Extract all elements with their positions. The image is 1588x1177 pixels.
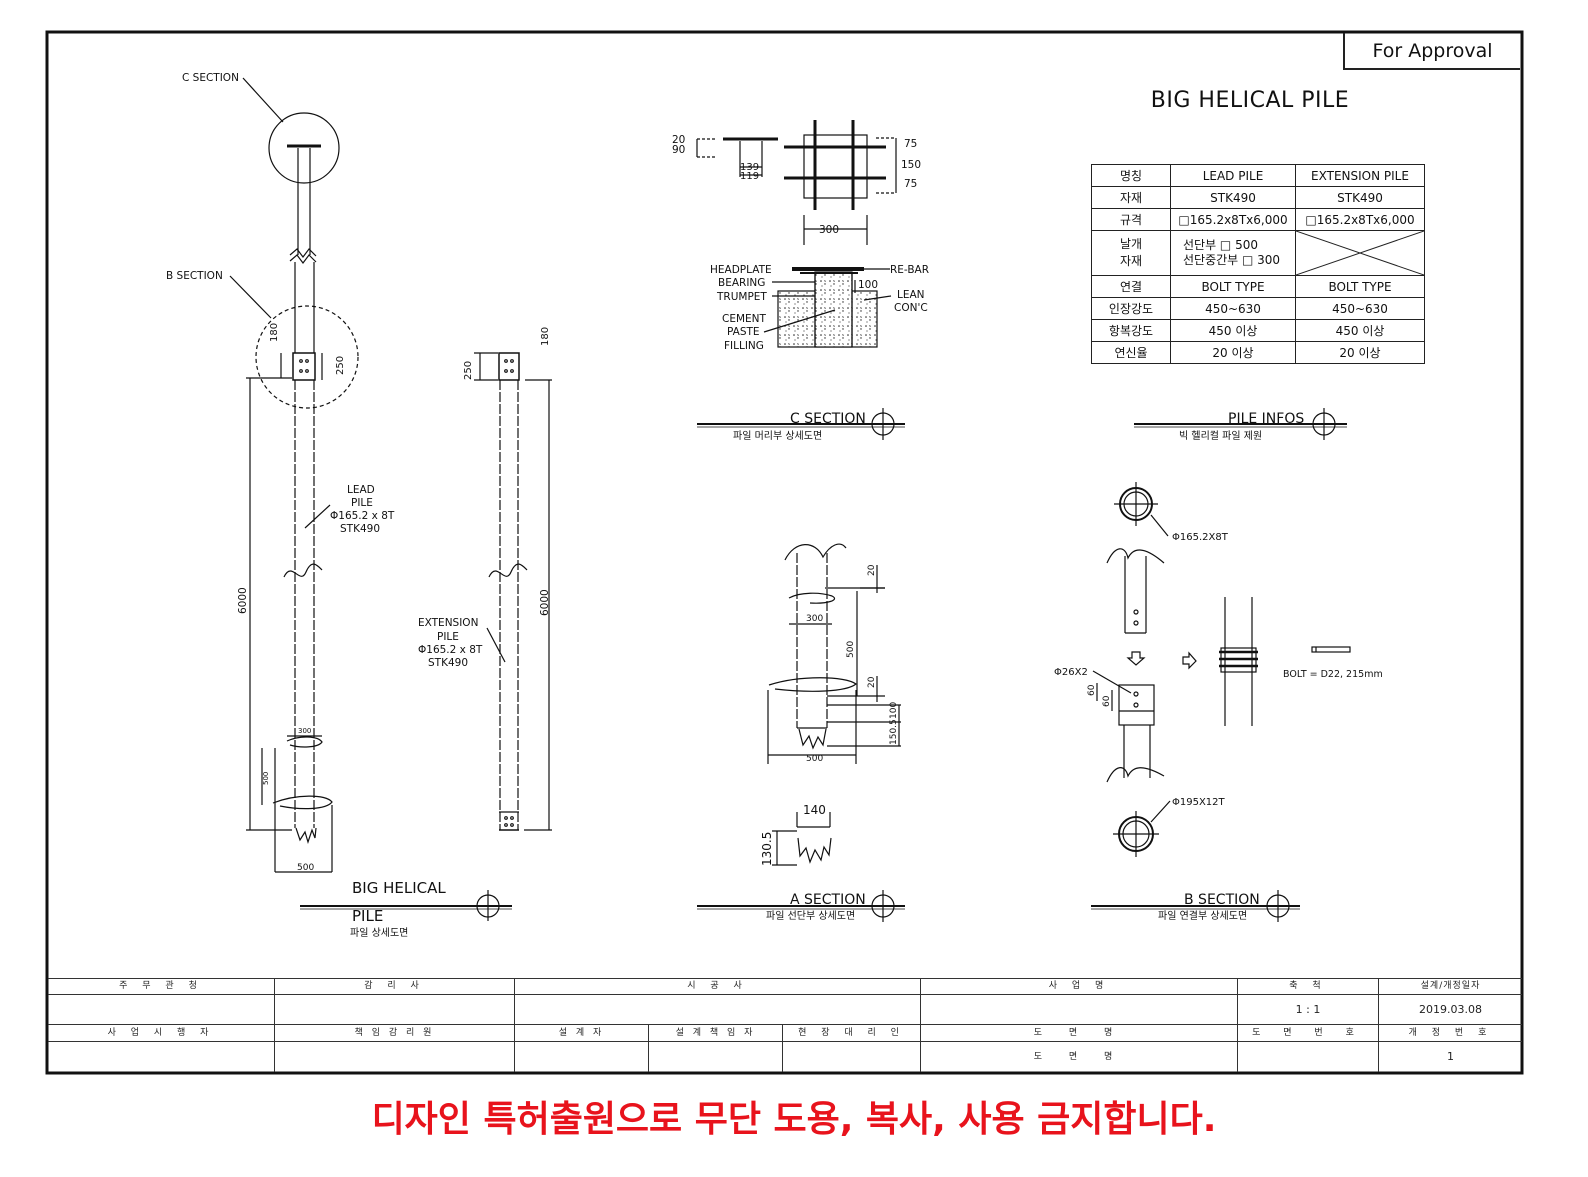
c-section-text: 20 90 139 119 75 150 75 300 HEADPLATE BE…: [672, 134, 929, 442]
svg-text:500: 500: [846, 641, 856, 658]
svg-text:LEAN: LEAN: [897, 289, 925, 301]
svg-text:300: 300: [298, 727, 311, 735]
scale-value: 1 : 1: [1238, 995, 1379, 1025]
svg-text:EXTENSION: EXTENSION: [418, 617, 478, 629]
table-row: 연결 BOLT TYPE BOLT TYPE: [1091, 275, 1425, 298]
svg-text:119: 119: [740, 171, 759, 182]
svg-text:20: 20: [867, 564, 877, 576]
pile-title: BIG HELICAL PILE: [1150, 88, 1350, 113]
svg-text:Φ165.2X8T: Φ165.2X8T: [1172, 532, 1229, 543]
table-header-row: 명칭 LEAD PILE EXTENSION PILE: [1091, 164, 1425, 187]
empty-crossed-cell: [1295, 230, 1425, 276]
svg-text:75: 75: [904, 138, 917, 150]
a-section-drawing: [697, 543, 905, 922]
svg-text:LEAD: LEAD: [347, 484, 375, 496]
date-value: 2019.03.08: [1379, 995, 1522, 1025]
svg-text:Φ26X2: Φ26X2: [1054, 667, 1088, 678]
title-block: 주 무 관 청 감 리 사 시 공 사 사 업 명 축 척 설계/개정일자 1 …: [48, 978, 1522, 1072]
table-row: 연신율 20 이상 20 이상: [1091, 341, 1425, 364]
pile-view-title-1: BIG HELICAL: [352, 879, 446, 897]
svg-text:STK490: STK490: [340, 523, 380, 535]
svg-text:BEARING: BEARING: [718, 277, 765, 289]
svg-text:150.5: 150.5: [889, 719, 899, 745]
svg-text:100: 100: [889, 702, 899, 719]
copyright-warning: 디자인 특허출원으로 무단 도용, 복사, 사용 금지합니다.: [371, 1099, 1217, 1140]
a-section-text: 20 300 500 20 100 150.5 500 140 130.5 A …: [760, 564, 899, 922]
a-section-title: A SECTION: [790, 892, 866, 908]
svg-text:HEADPLATE: HEADPLATE: [710, 264, 772, 276]
svg-text:75: 75: [904, 178, 917, 190]
svg-text:TRUMPET: TRUMPET: [716, 291, 767, 303]
svg-text:250: 250: [335, 356, 346, 375]
sheet-border: [45, 30, 1524, 1075]
svg-text:STK490: STK490: [428, 657, 468, 669]
pile-view: [229, 77, 552, 921]
svg-text:CEMENT: CEMENT: [722, 313, 767, 325]
pile-view-text: C SECTION B SECTION 180 250 LEAD PILE Φ1…: [166, 72, 551, 939]
table-row: 규격 □165.2x8Tx6,000 □165.2x8Tx6,000: [1091, 208, 1425, 231]
svg-text:BOLT = D22, 215mm: BOLT = D22, 215mm: [1283, 669, 1383, 680]
approval-stamp: For Approval: [1343, 33, 1520, 70]
b-section-subtitle: 파일 연결부 상세도면: [1158, 910, 1247, 922]
svg-text:250: 250: [463, 361, 474, 380]
svg-text:20: 20: [672, 134, 685, 146]
svg-text:140: 140: [803, 803, 826, 817]
svg-text:150: 150: [901, 159, 921, 171]
svg-text:Φ195X12T: Φ195X12T: [1172, 797, 1226, 808]
svg-text:PILE: PILE: [437, 631, 459, 643]
title-block-top-rule: [48, 978, 1522, 979]
pile-infos-symbol: [1134, 408, 1347, 440]
b-section-text: Φ165.2X8T Φ26X2 60 60 BOLT = D22, 215mm …: [1054, 532, 1383, 922]
svg-text:20: 20: [867, 676, 877, 688]
svg-text:139: 139: [740, 162, 759, 173]
c-section-subtitle: 파일 머리부 상세도면: [733, 430, 822, 442]
pile-infos-subtitle: 빅 헬리컬 파일 제원: [1179, 429, 1262, 442]
svg-text:90: 90: [672, 144, 685, 156]
header-extension-pile: EXTENSION PILE: [1295, 164, 1425, 187]
svg-text:300: 300: [806, 614, 823, 624]
b-section-title: B SECTION: [1184, 892, 1260, 908]
svg-text:PILE: PILE: [351, 497, 373, 509]
svg-text:130.5: 130.5: [760, 832, 774, 866]
svg-text:RE-BAR: RE-BAR: [890, 264, 929, 276]
a-section-subtitle: 파일 선단부 상세도면: [766, 910, 855, 922]
svg-text:6000: 6000: [237, 587, 249, 614]
cross-lines: [1296, 231, 1424, 275]
b-section-callout-circle: [255, 305, 359, 409]
svg-text:6000: 6000: [539, 589, 551, 616]
svg-text:FILLING: FILLING: [724, 340, 764, 352]
svg-text:500: 500: [297, 863, 314, 873]
pile-view-subtitle: 파일 상세도면: [350, 927, 408, 939]
table-row: 자재 STK490 STK490: [1091, 186, 1425, 209]
header-lead-pile: LEAD PILE: [1170, 164, 1296, 187]
svg-text:180: 180: [269, 323, 280, 342]
svg-text:PASTE: PASTE: [727, 326, 760, 338]
svg-text:60: 60: [1087, 684, 1097, 696]
svg-text:100: 100: [858, 279, 878, 291]
c-section-title: C SECTION: [790, 411, 866, 427]
drawing-name-value: 도 면 명: [921, 1042, 1238, 1072]
table-row: 항복강도 450 이상 450 이상: [1091, 319, 1425, 342]
header-name: 명칭: [1091, 164, 1171, 187]
svg-text:60: 60: [1102, 695, 1112, 707]
table-row: 인장강도 450~630 450~630: [1091, 297, 1425, 320]
pile-spec-table: 명칭 LEAD PILE EXTENSION PILE 자재 STK490 ST…: [1091, 164, 1425, 364]
pile-view-title-2: PILE: [352, 907, 383, 925]
svg-text:Φ165.2 x 8T: Φ165.2 x 8T: [330, 510, 395, 522]
b-section-drawing: [1091, 482, 1351, 922]
table-row: 날개 자재 선단부 □ 500 선단중간부 □ 300: [1091, 230, 1425, 276]
revision-value: 1: [1447, 1050, 1454, 1063]
b-section-label: B SECTION: [166, 270, 223, 282]
svg-text:500: 500: [806, 754, 823, 764]
svg-text:CON'C: CON'C: [894, 302, 928, 314]
svg-text:300: 300: [819, 224, 839, 236]
svg-text:180: 180: [540, 327, 551, 346]
svg-text:500: 500: [262, 772, 270, 785]
c-section-label: C SECTION: [182, 72, 239, 84]
pile-infos-title: PILE INFOS: [1228, 411, 1304, 427]
svg-text:Φ165.2 x 8T: Φ165.2 x 8T: [418, 644, 483, 656]
c-section-drawing: [696, 120, 905, 440]
c-section-callout-circle: [268, 112, 340, 184]
